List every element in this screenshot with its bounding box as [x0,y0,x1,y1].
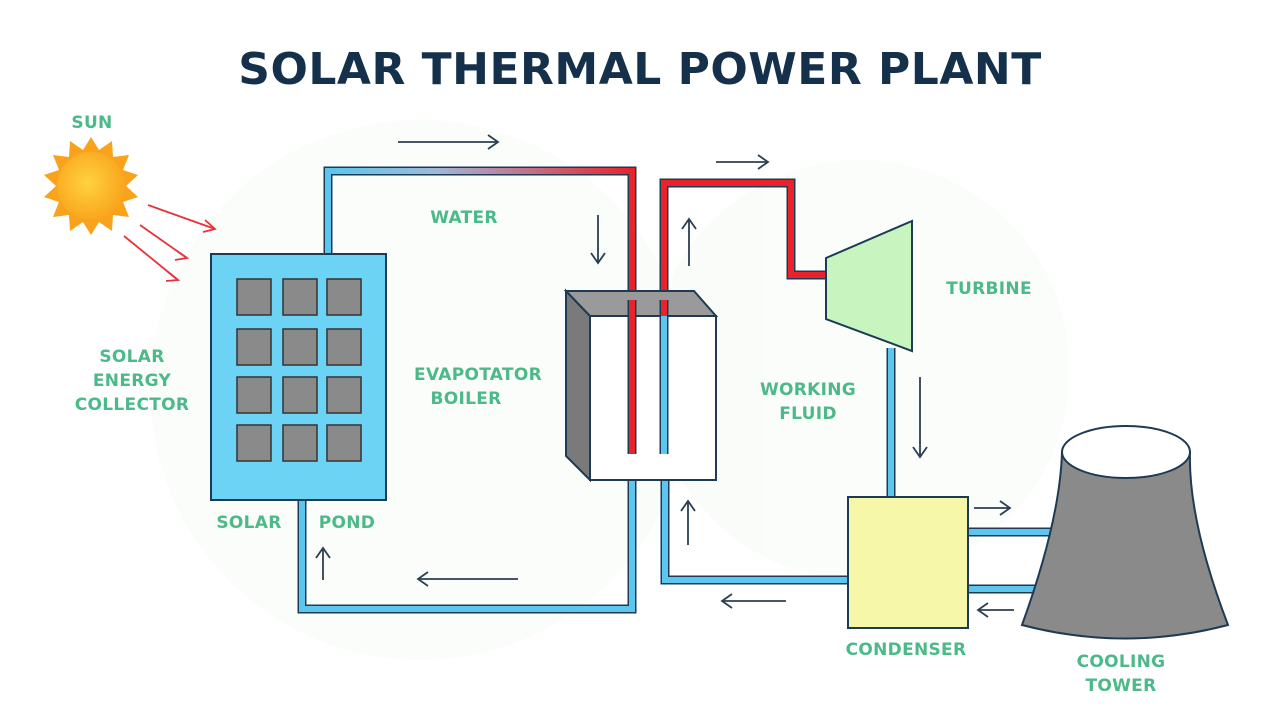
label-cooling-tower-line2: TOWER [1085,676,1156,696]
collector-return-pipe [297,480,637,614]
label-sun: SUN [71,113,112,133]
sun-icon [44,137,138,235]
label-collector-line2: ENERGY [93,371,172,391]
label-working-fluid-line2: FLUID [779,404,837,424]
solar-energy-collector [210,253,387,501]
turbine [825,219,913,353]
label-boiler-line1: EVAPOTATOR [414,365,542,385]
flow-arrows [315,134,1014,618]
sun-rays [123,204,217,282]
label-collector-line3: COLLECTOR [75,395,190,415]
label-solar: SOLAR [216,513,281,533]
label-cooling-tower-line1: COOLING [1077,652,1166,672]
label-pond: POND [319,513,375,533]
label-water: WATER [430,208,498,228]
label-turbine: TURBINE [946,279,1032,299]
cooling-pipes [968,527,1062,594]
cooling-tower [1020,425,1230,640]
condenser [847,496,969,629]
label-working-fluid-line1: WORKING [760,380,856,400]
label-boiler-line2: BOILER [430,389,501,409]
condensate-return-pipe [660,480,848,585]
collector-cells [236,278,362,462]
steam-pipe [659,178,830,302]
label-condenser: CONDENSER [846,640,967,660]
label-collector-line1: SOLAR [99,347,164,367]
page-title: SOLAR THERMAL POWER PLANT [238,44,1041,95]
evaporator-boiler [563,288,719,483]
